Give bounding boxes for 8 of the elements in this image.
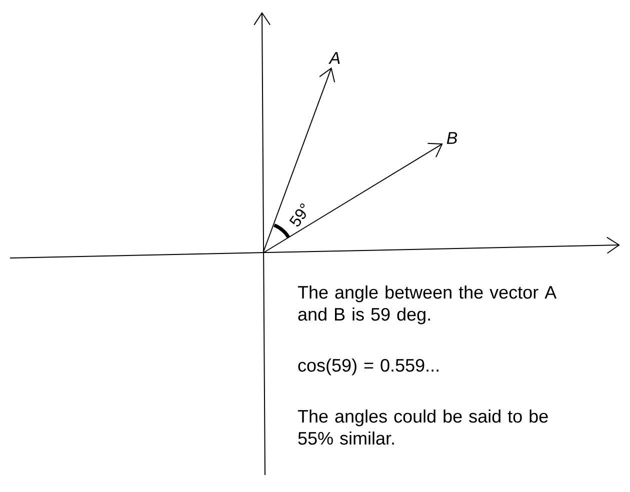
vector-label: B [446,132,458,144]
vector-arrow [262,142,443,254]
formula-text: cos(59) = 0.559... [298,358,438,376]
vector-arrow [262,67,336,254]
vector-label: A [328,52,340,64]
note-text: The angle between the vector A and B is 59 deg. [298,286,557,324]
note-text: The angles could be said to be 55% similar. [298,409,548,445]
angle-label: 59° [289,204,306,226]
